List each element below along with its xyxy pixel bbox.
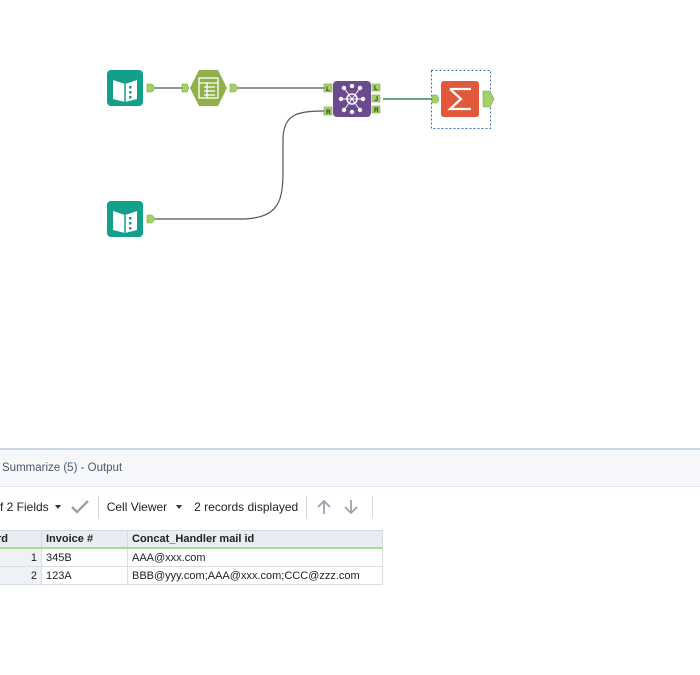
join-tool[interactable]: L R L J R xyxy=(323,81,381,117)
record-number: 2 xyxy=(0,566,42,585)
results-toolbar: f 2 Fields Cell Viewer 2 records display… xyxy=(0,487,700,527)
toolbar-divider xyxy=(372,496,374,518)
join-right-input-label: R xyxy=(326,109,331,116)
fields-dropdown[interactable]: f 2 Fields xyxy=(0,500,61,514)
join-left-output-label: L xyxy=(374,85,378,92)
table-header-row: rd Invoice # Concat_Handler mail id xyxy=(0,530,383,549)
mail-id-cell[interactable]: BBB@yyy.com;AAA@xxx.com;CCC@zzz.com xyxy=(127,566,383,585)
invoice-cell[interactable]: 345B xyxy=(41,547,128,567)
cell-viewer-dropdown[interactable]: Cell Viewer xyxy=(106,500,183,514)
column-header-invoice[interactable]: Invoice # xyxy=(41,530,128,549)
invoice-cell[interactable]: 123A xyxy=(41,566,128,585)
checkmark-icon[interactable] xyxy=(70,499,90,515)
results-window: Summarize (5) - Output f 2 Fields Cell V… xyxy=(0,448,700,675)
toolbar-divider xyxy=(306,496,308,518)
results-table: rd Invoice # Concat_Handler mail id 1 34… xyxy=(0,530,383,585)
text-to-columns-tool[interactable] xyxy=(181,70,239,106)
record-number: 1 xyxy=(0,547,42,567)
workflow-canvas[interactable]: L R L J R xyxy=(0,0,700,448)
records-displayed: 2 records displayed xyxy=(194,500,299,514)
chevron-down-icon xyxy=(176,505,183,509)
join-join-output-label: J xyxy=(375,96,379,103)
column-header-mail-id[interactable]: Concat_Handler mail id xyxy=(127,530,383,549)
summarize-tool[interactable] xyxy=(431,70,495,129)
arrow-down-icon[interactable] xyxy=(342,498,360,516)
join-left-input-label: L xyxy=(326,86,330,93)
table-row[interactable]: 2 123A BBB@yyy.com;AAA@xxx.com;CCC@zzz.c… xyxy=(0,566,383,585)
input-data-tool-2[interactable] xyxy=(107,201,156,237)
toolbar-divider xyxy=(97,496,99,518)
join-right-output-label: R xyxy=(374,107,379,114)
connection-input2-to-join-right[interactable] xyxy=(154,110,325,220)
table-row[interactable]: 1 345B AAA@xxx.com xyxy=(0,547,383,567)
column-header-record[interactable]: rd xyxy=(0,530,42,549)
mail-id-cell[interactable]: AAA@xxx.com xyxy=(127,547,383,567)
results-header: Summarize (5) - Output xyxy=(0,450,700,487)
workflow-connections: L R L J R xyxy=(107,70,495,237)
cell-viewer-label: Cell Viewer xyxy=(106,500,168,514)
chevron-down-icon xyxy=(54,505,61,509)
input-data-tool-1[interactable] xyxy=(107,70,156,106)
arrow-up-icon[interactable] xyxy=(315,498,333,516)
results-title: Summarize (5) - Output xyxy=(2,462,123,474)
fields-label: f 2 Fields xyxy=(0,500,49,514)
